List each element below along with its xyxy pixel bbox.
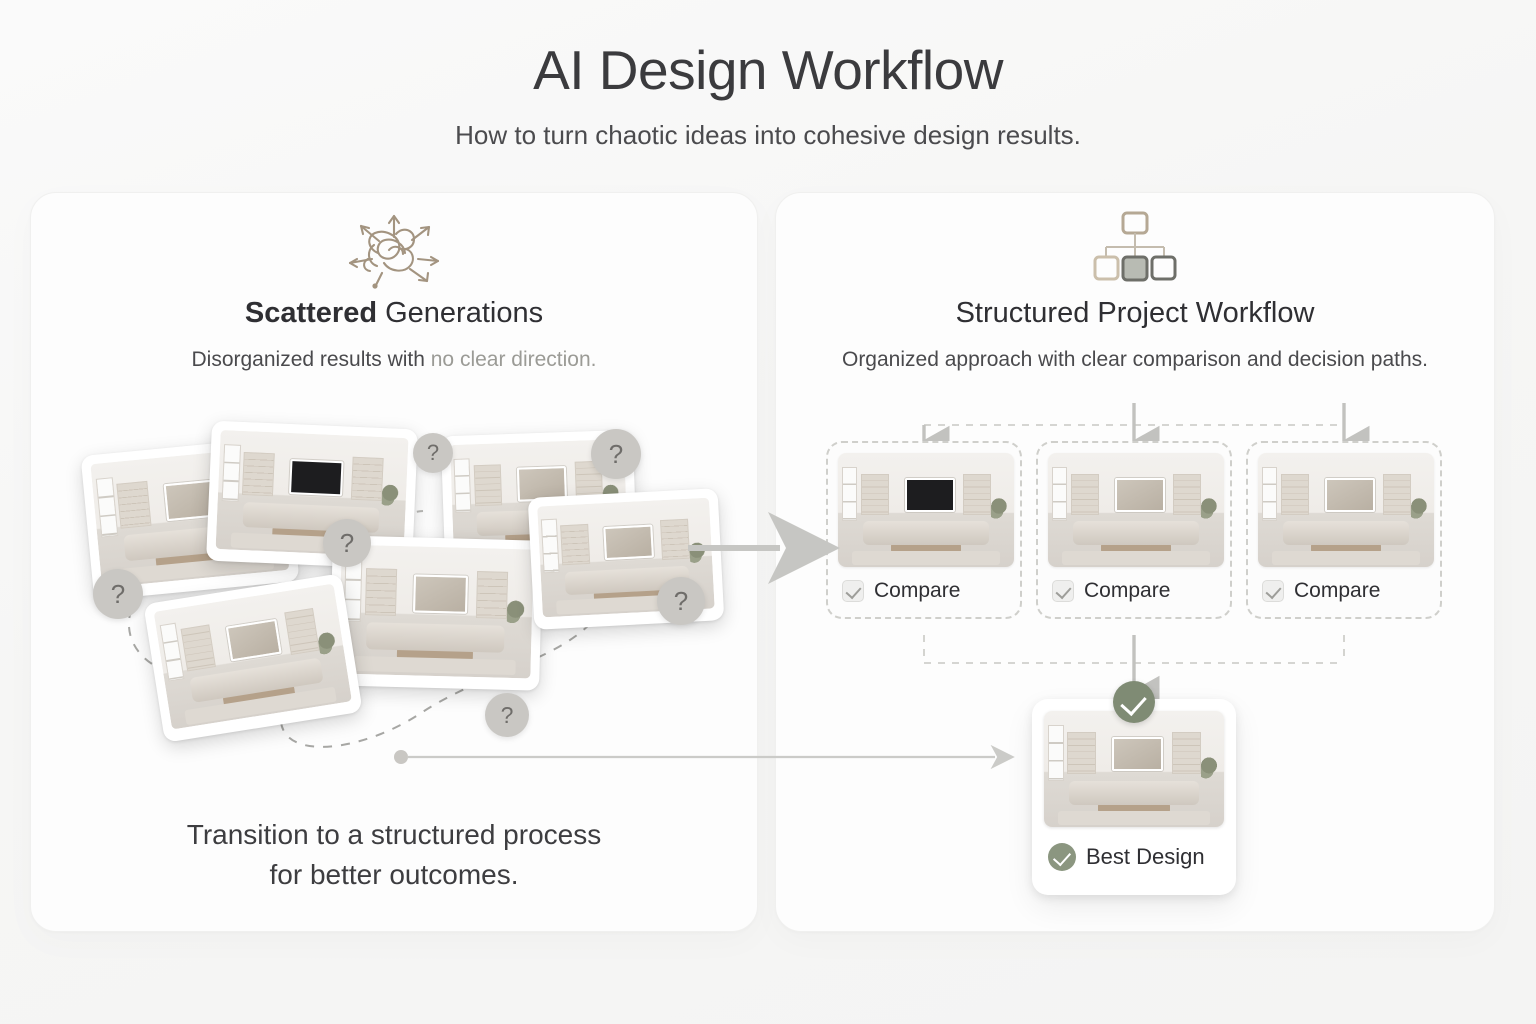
compare-card[interactable]: Compare	[1246, 441, 1442, 619]
question-badge: ?	[485, 693, 529, 737]
left-panel-subtitle-muted: no clear direction.	[430, 348, 597, 371]
caption-line-1: Transition to a structured process	[186, 819, 602, 850]
best-design-check-badge	[1113, 681, 1155, 723]
photo-thumbnail	[153, 583, 352, 730]
question-badge-label: ?	[110, 578, 126, 609]
hierarchy-icon	[776, 207, 1494, 289]
photo-thumbnail	[338, 544, 534, 679]
page-title: AI Design Workflow	[533, 39, 1003, 101]
compare-label: Compare	[1294, 579, 1381, 602]
question-badge-label: ?	[339, 527, 355, 558]
page-subtitle: How to turn chaotic ideas into cohesive …	[455, 120, 1081, 150]
compare-checkbox[interactable]	[842, 580, 864, 602]
question-badge: ?	[93, 569, 143, 619]
tangled-scribble-icon	[31, 207, 757, 289]
compare-checkbox[interactable]	[1262, 580, 1284, 602]
question-badge: ?	[323, 519, 371, 567]
question-badge: ?	[413, 433, 453, 473]
question-badge-label: ?	[500, 701, 514, 728]
compare-card[interactable]: Compare	[826, 441, 1022, 619]
best-design-card[interactable]: Best Design	[1032, 699, 1236, 895]
left-panel-subtitle: Disorganized results with no clear direc…	[31, 348, 757, 372]
scattered-photo-6[interactable]	[143, 573, 363, 743]
left-panel-title: Scattered Generations	[31, 297, 757, 330]
compare-thumbnail	[1048, 453, 1224, 567]
compare-thumbnail	[1258, 453, 1434, 567]
caption-line-2: for better outcomes.	[269, 858, 519, 890]
left-panel-caption: Transition to a structured process for b…	[31, 815, 757, 895]
compare-label: Compare	[1084, 579, 1171, 602]
right-panel-title: Structured Project Workflow	[955, 297, 1315, 329]
right-panel-subtitle: Organized approach with clear comparison…	[841, 348, 1428, 371]
check-circle-icon	[1048, 843, 1076, 871]
compare-card[interactable]: Compare	[1036, 441, 1232, 619]
left-panel-title-light: Generations	[377, 297, 544, 329]
compare-label: Compare	[874, 579, 961, 602]
compare-checkbox[interactable]	[1052, 580, 1074, 602]
question-badge-label: ?	[426, 440, 440, 465]
left-panel-title-strong: Scattered	[244, 297, 378, 329]
question-badge: ?	[591, 429, 641, 479]
question-badge-label: ?	[608, 438, 624, 469]
best-design-thumbnail	[1044, 711, 1224, 827]
structured-workflow-panel: Structured Project Workflow Organized ap…	[775, 192, 1495, 932]
question-badge: ?	[657, 577, 705, 625]
compare-thumbnail	[838, 453, 1014, 567]
best-design-label: Best Design	[1086, 844, 1205, 869]
left-panel-subtitle-plain: Disorganized results with	[191, 348, 431, 371]
scattered-generations-panel: Scattered Generations Disorganized resul…	[30, 192, 758, 932]
question-badge-label: ?	[673, 585, 689, 616]
